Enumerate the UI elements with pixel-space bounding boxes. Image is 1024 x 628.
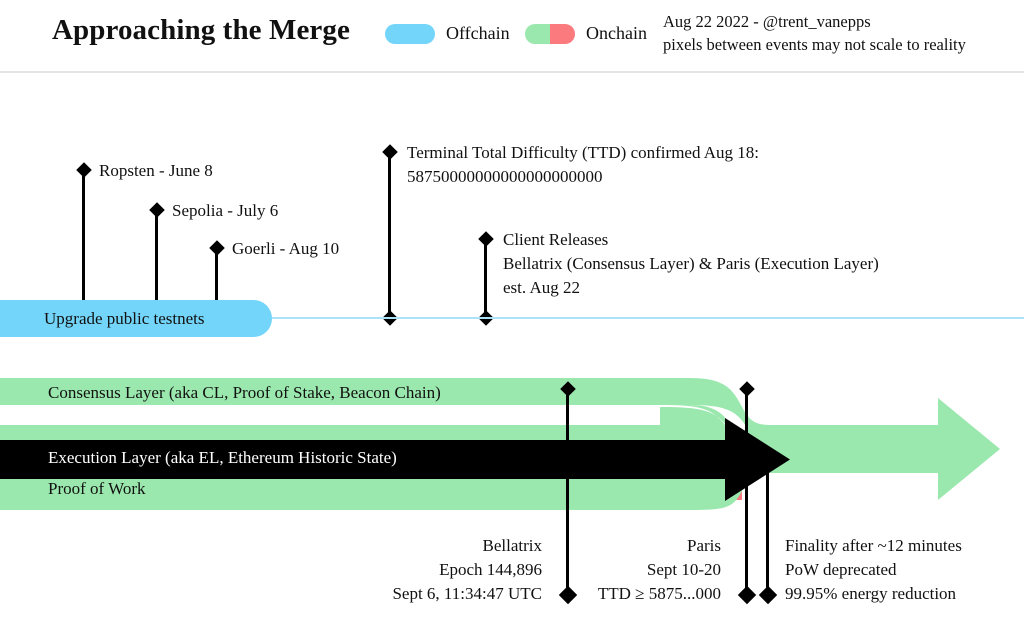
track-label-consensus: Consensus Layer (aka CL, Proof of Stake,… [48,383,441,402]
event-label-sepolia: Sepolia - July 6 [172,201,279,220]
event-marker-top [208,240,225,256]
white-gap-left [0,405,660,425]
merge-diagram [0,378,1000,510]
header: Approaching the Merge Offchain Onchain A… [0,0,1024,73]
event-marker-top [381,144,398,160]
event-label-line-2: 58750000000000000000000 [407,167,603,187]
event-marker-bottom [758,585,777,605]
event-stem [745,389,748,595]
event-stem [766,455,769,595]
event-label-line-2: Sept 10-20 [646,560,721,580]
event-label-line-2: PoW deprecated [785,560,897,580]
event-label-line-1: Paris [687,536,721,555]
event-label-ropsten: Ropsten - June 8 [99,161,213,180]
event-label-line-2: Bellatrix (Consensus Layer) & Paris (Exe… [503,254,879,274]
event-label-bellatrix: Bellatrix Epoch 144,896 Sept 6, 11:34:47… [322,534,542,606]
event-stem [566,389,569,595]
meta-info: Aug 22 2022 - @trent_vanepps pixels betw… [663,10,966,57]
event-label-line-1: Client Releases [503,230,609,249]
page-title: Approaching the Merge [52,14,350,46]
event-label-line-1: Bellatrix [482,536,542,555]
event-stem [215,248,218,310]
event-stem [155,210,158,310]
consensus-green-top-band [0,378,690,405]
meta-line-author: Aug 22 2022 - @trent_vanepps [663,12,871,31]
white-gap-curve-body [660,405,748,430]
event-marker-bottom [737,585,756,605]
event-label-paris: Paris Sept 10-20 TTD ≥ 5875...000 [521,534,721,606]
event-marker-top [148,202,165,218]
event-label-line-3: est. Aug 22 [503,278,580,298]
event-stem [484,239,487,318]
event-label-ttd: Terminal Total Difficulty (TTD) confirme… [407,141,759,189]
track-label-proof-of-work: Proof of Work [48,479,146,498]
event-label-line-3: 99.95% energy reduction [785,584,957,604]
event-stem [388,152,391,318]
track-testnet: Upgrade public testnets [0,300,272,337]
event-label-client-releases: Client Releases Bellatrix (Consensus Lay… [503,228,879,300]
event-marker-top [75,162,92,178]
event-label-finality: Finality after ~12 minutes PoW deprecate… [785,534,962,606]
event-label-goerli: Goerli - Aug 10 [232,239,340,258]
track-label-testnet: Upgrade public testnets [44,309,205,328]
legend-item-offchain: Offchain [385,23,510,44]
legend-label-onchain: Onchain [586,23,647,43]
event-label-line-1: Finality after ~12 minutes [785,536,962,555]
legend-label-offchain: Offchain [446,23,510,43]
execution-arrow [0,418,790,501]
testnet-timeline-line [272,317,1024,319]
legend-swatch-offchain [385,23,435,44]
event-label-line-3: Sept 6, 11:34:47 UTC [392,584,542,604]
event-label-line-2: Epoch 144,896 [439,560,542,580]
event-marker-top [477,231,494,247]
event-label-line-3: TTD ≥ 5875...000 [597,584,721,604]
legend-swatch-onchain [525,23,575,44]
event-stem [82,170,85,310]
meta-line-disclaimer: pixels between events may not scale to r… [663,35,966,55]
legend-item-onchain: Onchain [525,23,647,44]
event-label-line-1: Terminal Total Difficulty (TTD) confirme… [407,143,760,162]
track-label-execution: Execution Layer (aka EL, Ethereum Histor… [48,448,397,467]
